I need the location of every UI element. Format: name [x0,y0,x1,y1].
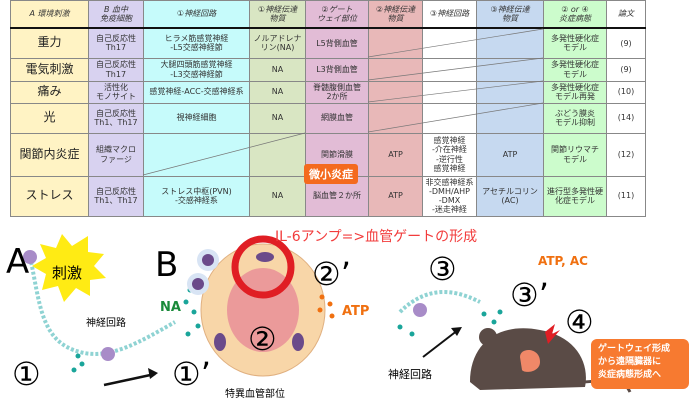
empty-cell-diagonals [142,28,544,176]
table-cell: (10) [606,80,646,104]
table-cell: アセチルコリン (AC) [476,175,544,217]
table-cell: (11) [606,175,646,217]
column-header: A 環境刺激 [10,0,89,29]
table-cell: NA [249,102,306,134]
table-cell [476,80,544,104]
table-cell: 関節リウマチ モデル [543,132,607,177]
label-b: B [155,245,179,285]
table-cell: ストレス [10,175,89,217]
atp-label: ATP [342,304,370,319]
na-label: NA [160,300,181,315]
table-cell: ノルアドレナ リン(NA) [249,27,306,59]
step-3-prime: ③’ [510,276,549,314]
step-2-prime: ②’ [312,255,351,293]
table-cell: 光 [10,102,89,134]
table-cell: 自己反応性 Th17 [88,27,144,59]
table-cell: 感覚神経-ACC-交感神経系 [143,80,250,104]
table-cell: ATP [368,175,423,217]
table-cell [143,132,250,177]
table-cell: (12) [606,132,646,177]
column-header: ①神経伝達 物質 [249,0,306,29]
table-cell: 大腿四頭筋感覚神経 -L3交感神経節 [143,57,250,82]
table-cell: 痛み [10,80,89,104]
il6-amplifier-title: IL-6アンプ=>血管ゲートの形成 [275,229,478,245]
table-cell: 関節滑膜 [305,132,369,177]
table-cell [368,57,423,82]
table-cell: 自己反応性 Th1、Th17 [88,175,144,217]
table-cell [476,57,544,82]
callout-text: ゲートウェイ形成から遠隔臓器に炎症病態形成へ [598,344,671,380]
column-header: ③神経回路 [422,0,477,29]
table-cell: 視神経細胞 [143,102,250,134]
stimulus-burst-icon [32,234,106,302]
table-cell [476,27,544,59]
table-cell: 活性化 モノサイト [88,80,144,104]
step-1-prime: ①’ [172,355,211,393]
table-cell: L5背側血管 [305,27,369,59]
step-1: ① [12,355,41,393]
table-cell: 多発性硬化症 モデル [543,57,607,82]
gateway-reflex-illustration [23,234,689,393]
table-cell: 多発性硬化症 モデル [543,27,607,59]
column-header: ② or ④ 炎症病態 [543,0,607,29]
column-header: ②神経伝達 物質 [368,0,423,29]
micro-inflammation-badge: 微小炎症 [304,164,358,184]
table-cell: ストレス中枢(PVN) -交感神経系 [143,175,250,217]
table-cell: 非交感神経系 -DMH/AHP -DMX -迷走神経 [422,175,477,217]
neural-circuit-label-1: 神経回路 [86,318,126,329]
table-cell: ヒラメ筋感覚神経 -L5交感神経節 [143,27,250,59]
table-cell: 多発性硬化症 モデル再発 [543,80,607,104]
table-cell: (14) [606,102,646,134]
label-a: A [6,242,30,282]
table-cell: NA [249,57,306,82]
column-header: 論文 [606,0,646,29]
callout-box [591,339,689,389]
table-cell: ATP [476,132,544,177]
il6-amplifier-cycle-icon [231,235,295,299]
table-cell: 組織マクロ ファージ [88,132,144,177]
table-cell: NA [249,175,306,217]
step-3: ③ [428,250,457,288]
table-cell: 進行型多発性硬 化症モデル [543,175,607,217]
column-header: B 血中 免疫細胞 [88,0,144,29]
column-header: ②ゲート ウェイ部位 [305,0,369,29]
step-4: ④ [565,303,594,341]
table-cell [368,27,423,59]
table-cell: ぶどう膜炎 モデル抑制 [543,102,607,134]
stimulus-label: 刺激 [52,264,83,282]
neural-circuit-label-2: 神経回路 [388,368,432,381]
table-cell: 関節内炎症 [10,132,89,177]
step-2: ② [248,320,277,358]
table-cell: 電気刺激 [10,57,89,82]
table-cell [476,102,544,134]
atp-ac-label: ATP, AC [538,254,588,268]
column-header: ①神経回路 [143,0,250,29]
special-vessel-label: 特異血管部位 [225,389,285,400]
table-cell: (9) [606,57,646,82]
table-cell: L3背側血管 [305,57,369,82]
table-cell: 自己反応性 Th1、Th17 [88,102,144,134]
table-cell [368,80,423,104]
column-header: ③神経伝達 物質 [476,0,544,29]
